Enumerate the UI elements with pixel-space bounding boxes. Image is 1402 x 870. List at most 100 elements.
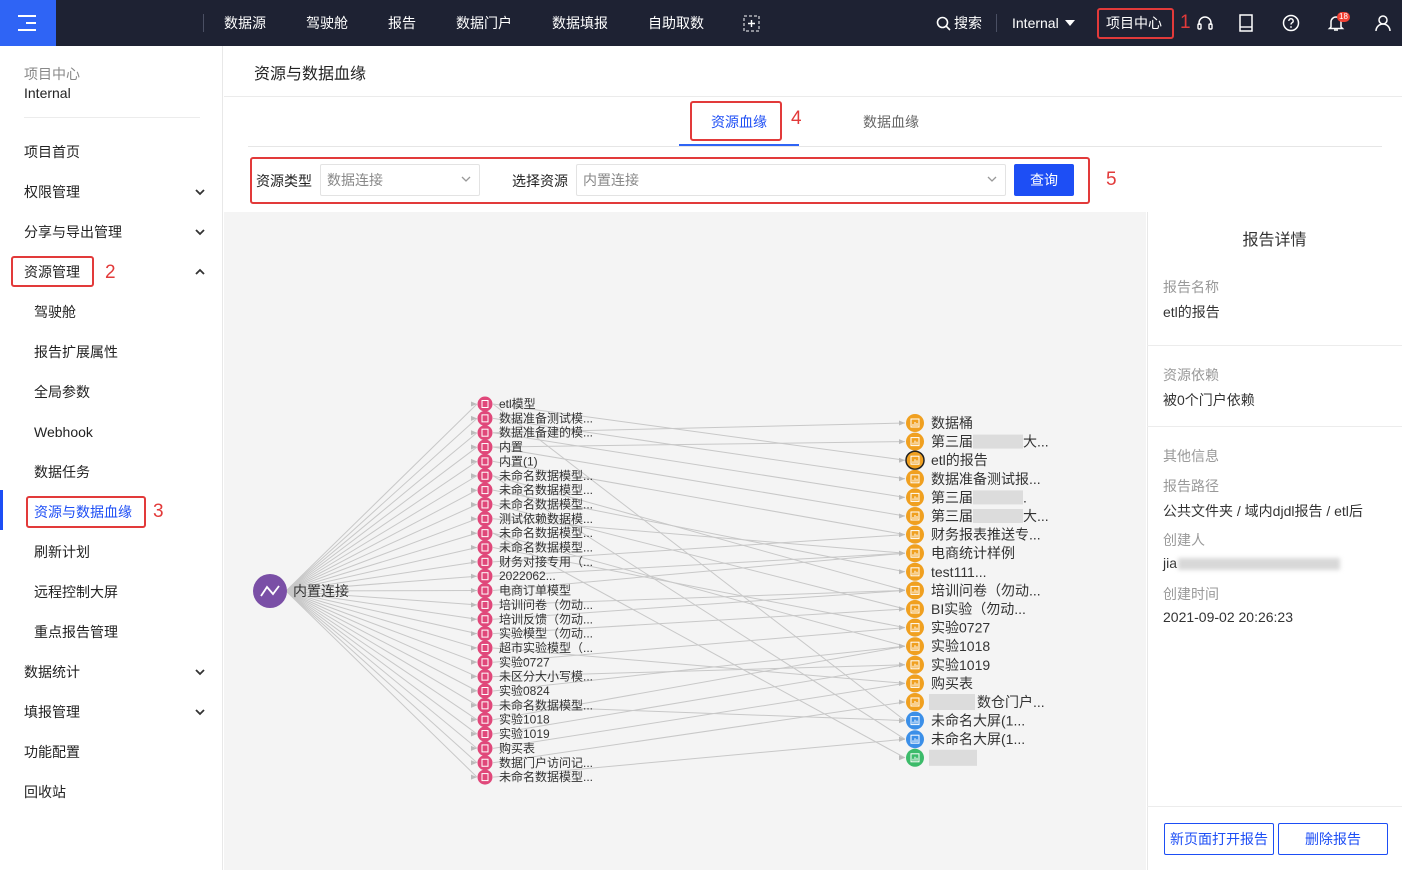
model-node[interactable]: 电商订单模型 — [477, 583, 572, 599]
lineage-edge — [492, 475, 906, 591]
project-center-button[interactable]: 项目中心 — [1106, 15, 1162, 31]
model-node[interactable]: 测试依赖数据模... — [477, 511, 594, 527]
model-node[interactable]: 数据门户访问记... — [477, 755, 594, 771]
resource-node[interactable]: 第三届大... — [906, 432, 1049, 451]
model-node[interactable]: 培训反馈（勿动... — [477, 611, 594, 627]
model-glyph — [481, 471, 489, 480]
model-node[interactable]: 未命名数据模型... — [477, 697, 594, 713]
workspace-dropdown[interactable]: Internal — [1012, 0, 1075, 46]
nav-cockpit[interactable]: 驾驶舱 — [306, 15, 348, 31]
resource-node[interactable]: 购买表 — [906, 674, 973, 693]
sidebar-item-data-task[interactable]: 数据任务 — [34, 464, 90, 480]
resource-node[interactable]: 财务报表推送专... — [906, 525, 1041, 544]
model-node[interactable]: 实验0824 — [477, 683, 551, 699]
model-node[interactable]: 培训问卷（勿动... — [477, 597, 594, 613]
sidebar-item-features[interactable]: 功能配置 — [24, 744, 80, 760]
resource-select[interactable]: 内置连接 — [576, 164, 1006, 196]
model-icon — [477, 525, 493, 541]
resource-node[interactable]: 未命名大屏(1... — [906, 711, 1025, 730]
nav-portal[interactable]: 数据门户 — [456, 15, 512, 31]
lineage-graph[interactable]: 内置连接etl模型数据准备测试模...数据准备建的模...内置内置(1)未命名数… — [224, 212, 1146, 870]
sidebar-item-key-report[interactable]: 重点报告管理 — [34, 624, 118, 640]
resource-node[interactable]: 电商统计样例 — [906, 544, 1015, 563]
sidebar-item-global-params[interactable]: 全局参数 — [34, 384, 90, 400]
model-node[interactable]: 未命名数据模型... — [477, 468, 594, 484]
menu-toggle-button[interactable] — [0, 0, 56, 46]
docs-button[interactable] — [1238, 14, 1254, 35]
model-node[interactable]: 数据准备建的模... — [477, 425, 594, 441]
nav-report[interactable]: 报告 — [388, 15, 416, 31]
model-node[interactable]: 实验1019 — [477, 726, 551, 742]
sidebar-item-webhook[interactable]: Webhook — [34, 424, 93, 440]
sidebar-item-home[interactable]: 项目首页 — [24, 144, 80, 160]
model-glyph — [481, 730, 489, 739]
search-label: 搜索 — [954, 15, 982, 31]
resource-node[interactable]: 培训问卷（勿动... — [906, 581, 1041, 600]
model-node[interactable]: etl模型 — [477, 396, 536, 412]
nav-datasource[interactable]: 数据源 — [224, 15, 266, 31]
resource-node[interactable]: 实验0727 — [906, 618, 990, 637]
sidebar-item-resources[interactable]: 资源管理 — [24, 264, 80, 280]
model-node[interactable]: 未命名数据模型... — [477, 496, 594, 512]
open-report-button[interactable]: 新页面打开报告 — [1164, 823, 1274, 855]
model-node[interactable]: 超市实验模型（... — [477, 640, 594, 656]
model-node[interactable]: 未区分大小写模... — [477, 669, 594, 685]
type-select[interactable]: 数据连接 — [320, 164, 480, 196]
support-button[interactable] — [1196, 14, 1214, 35]
lineage-edge — [285, 590, 478, 692]
resource-node[interactable]: 第三届. — [906, 488, 1027, 507]
user-button[interactable] — [1374, 14, 1392, 35]
sidebar-item-recycle[interactable]: 回收站 — [24, 784, 66, 800]
lineage-edge — [285, 590, 478, 706]
model-node[interactable]: 未命名数据模型... — [477, 540, 594, 556]
model-node[interactable]: 未命名数据模型... — [477, 525, 594, 541]
sidebar-item-fill-manage[interactable]: 填报管理 — [24, 704, 80, 720]
model-node[interactable]: 2022062... — [477, 568, 556, 584]
add-tab-button[interactable] — [743, 15, 760, 35]
sidebar-item-lineage[interactable]: 资源与数据血缘 — [34, 504, 132, 520]
resource-node[interactable]: etl的报告 — [905, 450, 988, 470]
sidebar-item-remote-screen[interactable]: 远程控制大屏 — [34, 584, 118, 600]
tab-resource-lineage[interactable]: 资源血缘 — [711, 114, 767, 130]
sidebar-item-refresh-plan[interactable]: 刷新计划 — [34, 544, 90, 560]
resource-node[interactable]: 数据准备测试报... — [906, 469, 1041, 488]
help-button[interactable] — [1282, 14, 1300, 35]
nav-fill[interactable]: 数据填报 — [552, 15, 608, 31]
tab-data-lineage[interactable]: 数据血缘 — [863, 114, 919, 130]
resource-node[interactable]: 第三届大... — [906, 507, 1049, 525]
edge-arrow — [471, 458, 477, 464]
search-button[interactable]: 搜索 — [936, 0, 982, 46]
sidebar-item-report-ext[interactable]: 报告扩展属性 — [34, 344, 118, 360]
bars-glyph — [912, 756, 918, 761]
sidebar-item-permissions[interactable]: 权限管理 — [24, 184, 80, 200]
bars-glyph — [912, 515, 918, 519]
resource-node[interactable]: 实验1018 — [906, 637, 990, 656]
sidebar-item-statistics[interactable]: 数据统计 — [24, 664, 80, 680]
lineage-edge — [285, 403, 478, 592]
root-node[interactable]: 内置连接 — [253, 574, 349, 608]
nav-self-service[interactable]: 自助取数 — [648, 15, 704, 31]
resource-node[interactable]: 数据桶 — [906, 414, 973, 432]
sidebar-item-cockpit[interactable]: 驾驶舱 — [34, 304, 76, 320]
resource-node[interactable] — [906, 748, 977, 767]
model-node[interactable]: 未命名数据模型... — [477, 482, 594, 498]
model-node[interactable]: 实验1018 — [477, 712, 551, 728]
model-node[interactable]: 未命名数据模型... — [477, 769, 594, 785]
resource-node[interactable]: 实验1019 — [906, 655, 990, 674]
resource-node[interactable]: 未命名大屏(1... — [906, 730, 1025, 749]
resource-node[interactable]: BI实验（勿动... — [906, 600, 1026, 618]
model-node[interactable]: 财务对接专用（... — [477, 554, 594, 570]
model-node[interactable]: 实验模型（勿动... — [477, 626, 594, 642]
model-node[interactable]: 内置 — [477, 439, 524, 455]
model-node[interactable]: 实验0727 — [477, 654, 551, 670]
query-button[interactable]: 查询 — [1014, 164, 1074, 196]
resource-node[interactable]: test111... — [906, 562, 987, 581]
model-node[interactable]: 数据准备测试模... — [477, 410, 594, 426]
sidebar-item-share-export[interactable]: 分享与导出管理 — [24, 224, 122, 240]
model-node[interactable]: 购买表 — [477, 740, 536, 756]
model-node[interactable]: 内置(1) — [477, 453, 538, 469]
notification-button[interactable]: 18 — [1327, 12, 1350, 35]
resource-node[interactable]: 数仓门户... — [906, 693, 1045, 711]
delete-report-button[interactable]: 删除报告 — [1278, 823, 1388, 855]
